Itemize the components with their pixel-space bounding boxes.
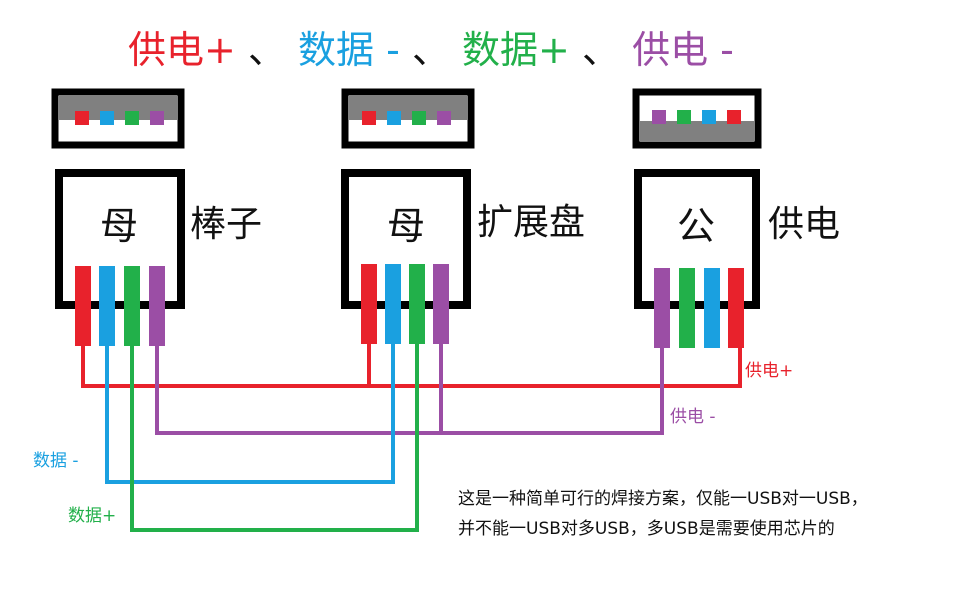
pins-device-1 (75, 266, 165, 346)
wires (81, 340, 742, 532)
label-data-minus: 数据 - (33, 451, 79, 471)
title-separator-2: 、 (412, 28, 450, 72)
note-line-2: 并不能一USB对多USB，多USB是需要使用芯片的 (458, 519, 835, 539)
device-3-box-label: 公 (677, 204, 715, 248)
device-3-side-label: 供电 (768, 204, 840, 245)
diagram-title: 供电+ 、 数据 - 、 数据+ 、 供电 - (128, 28, 734, 72)
port-icon-1 (51, 88, 185, 149)
wire-power-minus (155, 340, 664, 435)
pins-device-3 (654, 268, 744, 348)
device-1-box-label: 母 (100, 204, 138, 248)
pins-device-2 (361, 264, 449, 344)
device-1-side-label: 棒子 (190, 204, 262, 245)
note-text: 这是一种简单可行的焊接方案，仅能一USB对一USB， 并不能一USB对多USB，… (458, 484, 958, 544)
port-icon-3 (632, 88, 762, 149)
port-icon-2 (341, 88, 475, 149)
label-power-plus: 供电+ (745, 361, 793, 381)
title-data-plus: 数据+ (462, 28, 570, 72)
label-power-minus: 供电 - (670, 407, 716, 427)
title-separator-1: 、 (248, 28, 286, 72)
title-data-minus: 数据 - (298, 28, 400, 72)
wire-data-plus (130, 340, 419, 532)
title-power-minus: 供电 - (632, 28, 734, 72)
device-2-side-label: 扩展盘 (477, 202, 585, 243)
title-power-plus: 供电+ (128, 28, 236, 72)
label-data-plus: 数据+ (68, 506, 116, 526)
note-line-1: 这是一种简单可行的焊接方案，仅能一USB对一USB， (458, 489, 868, 509)
wire-data-minus (105, 340, 395, 484)
wire-power-plus (81, 340, 742, 388)
title-separator-3: 、 (582, 28, 620, 72)
device-2-box-label: 母 (387, 204, 425, 248)
